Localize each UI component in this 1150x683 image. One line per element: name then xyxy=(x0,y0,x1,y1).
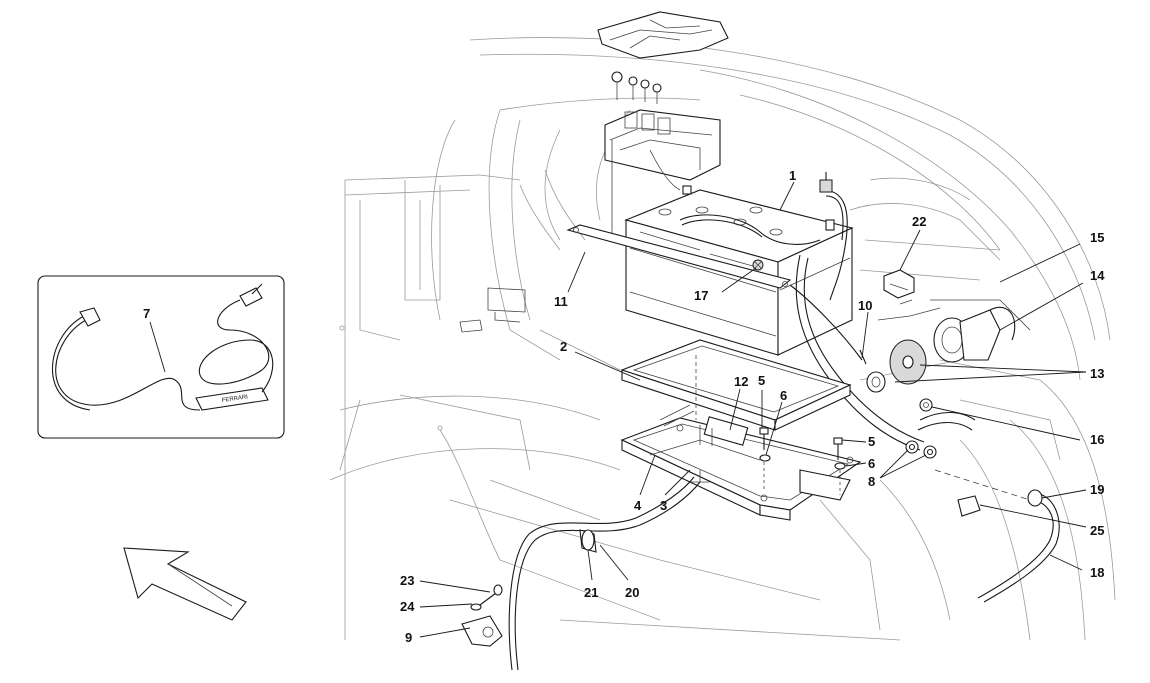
charging-hose xyxy=(508,476,701,671)
callout-4: 4 xyxy=(634,498,642,513)
nut-16 xyxy=(919,398,933,412)
callout-22: 22 xyxy=(912,214,926,229)
charger-inset-box: FERRARI xyxy=(37,275,285,439)
car-body-outline xyxy=(329,37,1116,641)
positive-cable xyxy=(819,172,848,301)
callout-21: 21 xyxy=(584,585,598,600)
hold-down-bolt xyxy=(752,259,764,271)
callout-24: 24 xyxy=(400,599,415,614)
callout-12: 12 xyxy=(734,374,748,389)
callout-13: 13 xyxy=(1090,366,1104,381)
grommet-washer xyxy=(889,339,927,385)
callout-6-upper: 6 xyxy=(780,388,787,403)
direction-arrow-icon xyxy=(123,547,247,621)
callout-18: 18 xyxy=(1090,565,1104,580)
leader-lines xyxy=(149,181,1087,638)
callout-15: 15 xyxy=(1090,230,1104,245)
callout-16: 16 xyxy=(1090,432,1104,447)
callout-5-lower: 5 xyxy=(868,434,875,449)
cable-clip xyxy=(877,269,941,321)
callout-25: 25 xyxy=(1090,523,1104,538)
power-socket xyxy=(930,299,1031,363)
fuse-box-nuts xyxy=(611,71,662,104)
callout-3: 3 xyxy=(660,498,667,513)
callout-7: 7 xyxy=(143,306,150,321)
support-screws xyxy=(759,427,846,495)
callout-5-upper: 5 xyxy=(758,373,765,388)
hold-down-bar xyxy=(566,224,792,289)
battery-tray xyxy=(620,339,852,431)
battery-charger: FERRARI xyxy=(52,283,274,411)
callout-9: 9 xyxy=(405,630,412,645)
grommet-small xyxy=(866,371,886,393)
charger-brand-label: FERRARI xyxy=(221,394,248,404)
fuse-box-cover xyxy=(597,11,729,59)
callout-1: 1 xyxy=(789,168,796,183)
callout-6-lower: 6 xyxy=(868,456,875,471)
callout-23: 23 xyxy=(400,573,414,588)
battery xyxy=(624,185,854,356)
callout-20: 20 xyxy=(625,585,639,600)
callout-19: 19 xyxy=(1090,482,1104,497)
callout-14: 14 xyxy=(1090,268,1105,283)
callout-2: 2 xyxy=(560,339,567,354)
callout-17: 17 xyxy=(694,288,708,303)
callout-11: 11 xyxy=(554,294,568,309)
charging-cable-right xyxy=(934,469,1060,603)
callout-labels: 1 2 3 4 5 5 6 6 7 8 9 10 11 12 13 14 15 … xyxy=(143,168,1105,645)
hose-clamp-parts xyxy=(461,584,503,647)
ground-eyelets xyxy=(905,440,937,459)
battery-support-bracket xyxy=(620,404,862,521)
fuse-box xyxy=(604,109,721,240)
callout-8: 8 xyxy=(868,474,875,489)
callout-10: 10 xyxy=(858,298,872,313)
